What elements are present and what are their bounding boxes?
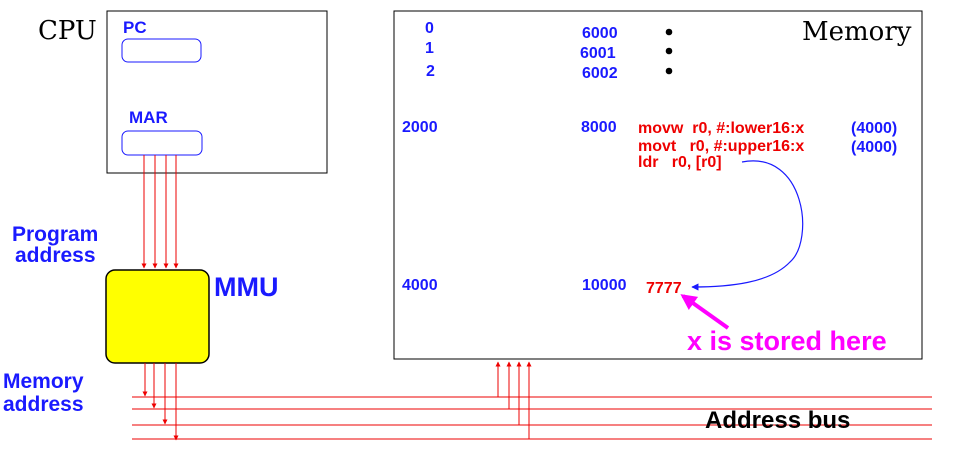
physical-address: 6000 bbox=[582, 25, 618, 42]
memory-row: 1 6001 bbox=[425, 40, 616, 62]
stored-value: 7777 bbox=[646, 280, 682, 297]
virtual-address: 2 bbox=[426, 63, 435, 80]
memory-address-label-line1: Memory bbox=[3, 370, 84, 393]
physical-address: 10000 bbox=[582, 277, 627, 294]
instruction-ldr: ldr r0, [r0] bbox=[638, 154, 722, 171]
memory-row: 0 6000 bbox=[425, 20, 618, 42]
physical-address: 6002 bbox=[582, 65, 618, 82]
mar-label: MAR bbox=[129, 108, 168, 127]
instruction-movw: movw r0, #:lower16:x bbox=[638, 120, 804, 137]
memory-input-wires bbox=[495, 361, 532, 439]
virtual-address: 1 bbox=[425, 40, 434, 57]
mar-register bbox=[121, 130, 203, 156]
annotation-arrow bbox=[680, 294, 730, 330]
annotation-text: x is stored here bbox=[687, 326, 887, 356]
address-bus-lines bbox=[132, 396, 932, 440]
mmu-box bbox=[105, 269, 210, 364]
instruction-movt: movt r0, #:upper16:x bbox=[638, 138, 804, 155]
program-address-wires bbox=[141, 155, 179, 269]
virtual-address: 4000 bbox=[402, 277, 438, 294]
physical-address: 8000 bbox=[581, 119, 617, 136]
address-bus-label: Address bus bbox=[705, 407, 850, 434]
memory-address-wires bbox=[142, 363, 179, 441]
physical-address: 6001 bbox=[580, 45, 616, 62]
memory-address-label-line2: address bbox=[3, 393, 84, 416]
memory-row: 4000 10000 bbox=[402, 277, 627, 294]
program-address-label-line2: address bbox=[15, 244, 96, 267]
ellipsis-dots bbox=[665, 28, 673, 75]
pc-label: PC bbox=[123, 18, 147, 37]
memory-row: 2000 8000 bbox=[402, 119, 617, 136]
cpu-label: CPU bbox=[38, 16, 97, 46]
memory-row: 2 6002 bbox=[426, 63, 618, 82]
memory-box bbox=[393, 10, 923, 360]
pc-register bbox=[121, 38, 202, 63]
memory-label: Memory bbox=[802, 17, 912, 47]
mmu-label: MMU bbox=[214, 272, 278, 302]
virtual-address: 0 bbox=[425, 20, 434, 37]
instruction-movt-note: (4000) bbox=[851, 139, 897, 156]
load-pointer-arrow bbox=[691, 160, 804, 291]
virtual-address: 2000 bbox=[402, 119, 438, 136]
instruction-movw-note: (4000) bbox=[851, 120, 897, 137]
program-address-label-line1: Program bbox=[12, 223, 98, 246]
